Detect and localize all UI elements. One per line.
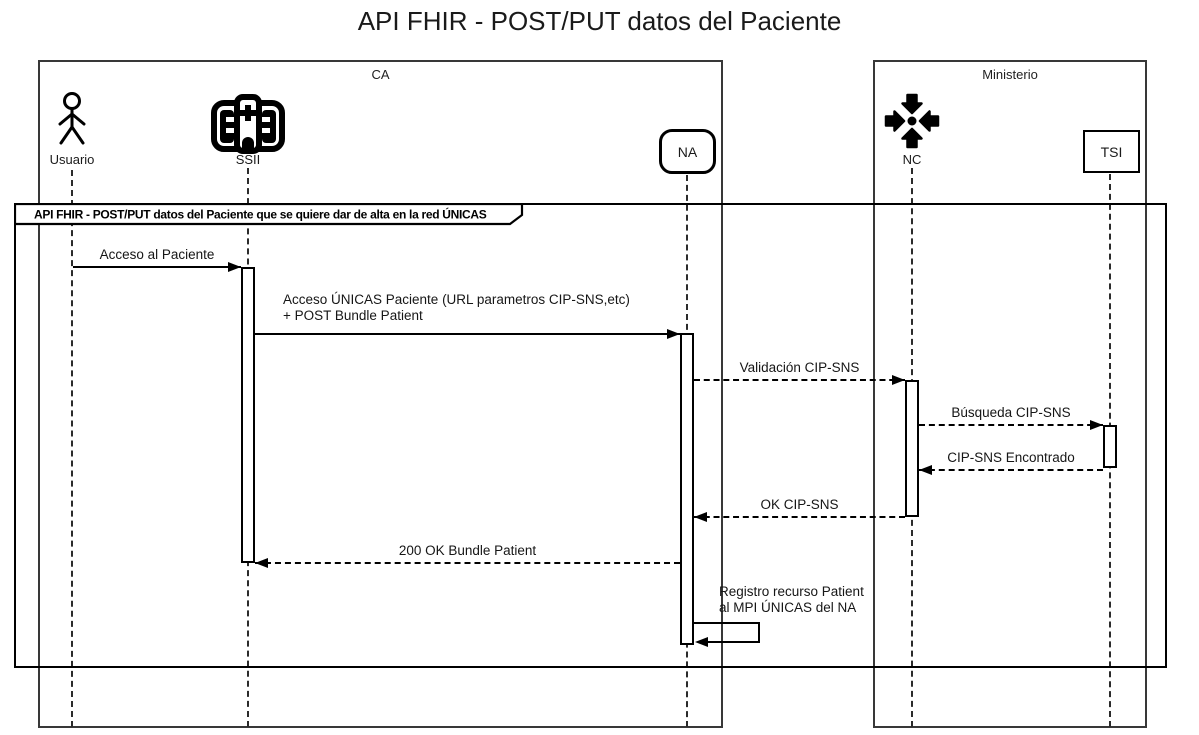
participant-label-usuario: Usuario [49, 152, 95, 167]
message-line-encontrado [919, 469, 1103, 471]
participant-label-tsi: TSI [1100, 143, 1123, 160]
group-label-ca: CA [371, 67, 390, 82]
converge-arrows-icon [884, 93, 940, 149]
arrowhead-icon [694, 511, 707, 522]
arrowhead-icon [228, 261, 241, 272]
message-line-acceso-unicas [255, 333, 680, 335]
arrowhead-icon [695, 636, 708, 647]
arrowhead-icon [255, 557, 268, 568]
activation-ssii [241, 267, 255, 563]
fragment-label: API FHIR - POST/PUT datos del Paciente q… [34, 207, 487, 222]
message-line-ok-bundle [255, 562, 680, 564]
lifeline-usuario [71, 170, 73, 727]
message-label-acceso-unicas-2: + POST Bundle Patient [283, 308, 423, 323]
self-message-bottom [705, 641, 760, 643]
participant-label-nc: NC [902, 152, 922, 167]
fragment-label-pentagon: API FHIR - POST/PUT datos del Paciente q… [14, 203, 524, 226]
group-box-ca: CA [38, 60, 723, 728]
message-label-registro-2: al MPI ÚNICAS del NA [719, 600, 857, 615]
message-label-registro-1: Registro recurso Patient [719, 584, 864, 599]
message-label-acceso-paciente: Acceso al Paciente [99, 247, 215, 262]
participant-label-ssii: SSII [235, 152, 261, 167]
message-label-acceso-unicas-1: Acceso ÚNICAS Paciente (URL parametros C… [283, 292, 630, 307]
participant-nc [883, 92, 941, 155]
activation-na [680, 333, 694, 645]
actor-icon [58, 92, 86, 145]
group-label-ministerio: Ministerio [982, 67, 1038, 82]
activation-tsi [1103, 425, 1117, 468]
self-message-top [694, 622, 760, 624]
message-line-busqueda [919, 424, 1103, 426]
activation-nc [905, 380, 919, 517]
message-label-ok-bundle: 200 OK Bundle Patient [398, 543, 537, 558]
message-line-acceso-paciente [73, 266, 241, 268]
arrowhead-icon [919, 464, 932, 475]
participant-ssii [210, 93, 286, 160]
message-label-busqueda: Búsqueda CIP-SNS [951, 405, 1071, 420]
participant-na: NA [659, 129, 716, 174]
self-message-right [758, 622, 760, 643]
message-label-validacion: Validación CIP-SNS [739, 360, 860, 375]
message-label-ok-cip: OK CIP-SNS [760, 497, 839, 512]
group-box-ministerio: Ministerio [873, 60, 1147, 728]
diagram-title: API FHIR - POST/PUT datos del Paciente [357, 6, 842, 36]
arrowhead-icon [1090, 419, 1103, 430]
fragment-frame [14, 203, 1167, 668]
message-line-validacion [694, 379, 905, 381]
message-label-encontrado: CIP-SNS Encontrado [947, 450, 1075, 465]
hospital-icon [211, 94, 285, 154]
message-line-ok-cip [694, 516, 905, 518]
arrowhead-icon [892, 374, 905, 385]
participant-usuario [50, 91, 94, 156]
participant-tsi: TSI [1083, 130, 1140, 173]
participant-label-na: NA [677, 143, 698, 160]
arrowhead-icon [667, 328, 680, 339]
